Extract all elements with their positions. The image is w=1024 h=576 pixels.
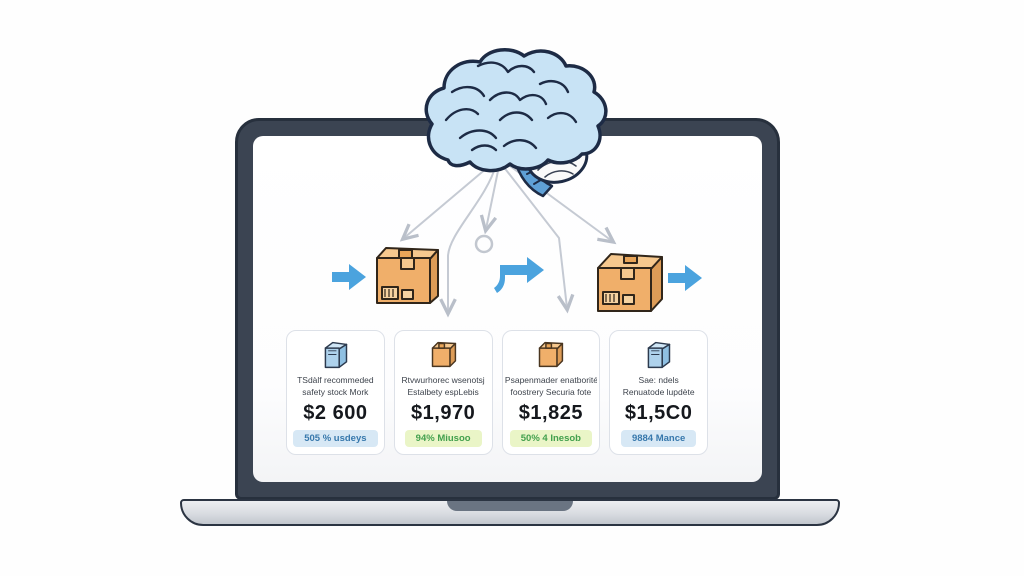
laptop-base xyxy=(180,499,840,526)
card-status-badge: 94% Miusoo xyxy=(404,429,482,447)
card-status-badge: 9884 Mance xyxy=(620,429,697,447)
card-price: $1,825 xyxy=(518,401,583,424)
card-description-line: Sae: ndels xyxy=(638,375,679,385)
laptop-hinge-notch xyxy=(447,501,573,511)
recommendation-card: Psapenmader enatborité foostrery Securia… xyxy=(501,330,601,455)
orange-box-icon xyxy=(431,341,456,368)
card-description-line: Rtvwurhorec wsenotsj xyxy=(401,375,485,385)
recommendation-card: Sae: ndels Renuatode lupdète $1,5C0 9884… xyxy=(609,330,708,455)
recommendation-card: Rtvwurhorec wsenotsj Estalbety espLebis … xyxy=(393,330,493,455)
recommendation-card: TSdàlf recommeded safety stock Mork $2 6… xyxy=(286,330,385,455)
card-price: $2 600 xyxy=(303,401,368,424)
card-status-badge: 505 % usdeys xyxy=(293,429,378,447)
card-description-line: foostrery Securia fote xyxy=(510,386,592,397)
blue-box-icon xyxy=(647,341,671,369)
card-description-line: safety stock Mork xyxy=(302,386,369,397)
orange-box-icon xyxy=(539,341,564,368)
card-price: $1,5C0 xyxy=(624,401,693,424)
card-status-badge: 50% 4 Inesob xyxy=(509,429,592,447)
card-description-line: Estalbety espLebis xyxy=(407,386,479,397)
card-description-line: Renuatode lupdète xyxy=(622,386,695,397)
card-price: $1,970 xyxy=(411,401,476,424)
blue-box-icon xyxy=(324,341,348,369)
card-description-line: Psapenmader enatborité xyxy=(504,375,597,385)
recommendation-cards: TSdàlf recommeded safety stock Mork $2 6… xyxy=(286,330,708,455)
card-description-line: TSdàlf recommeded xyxy=(297,375,374,385)
